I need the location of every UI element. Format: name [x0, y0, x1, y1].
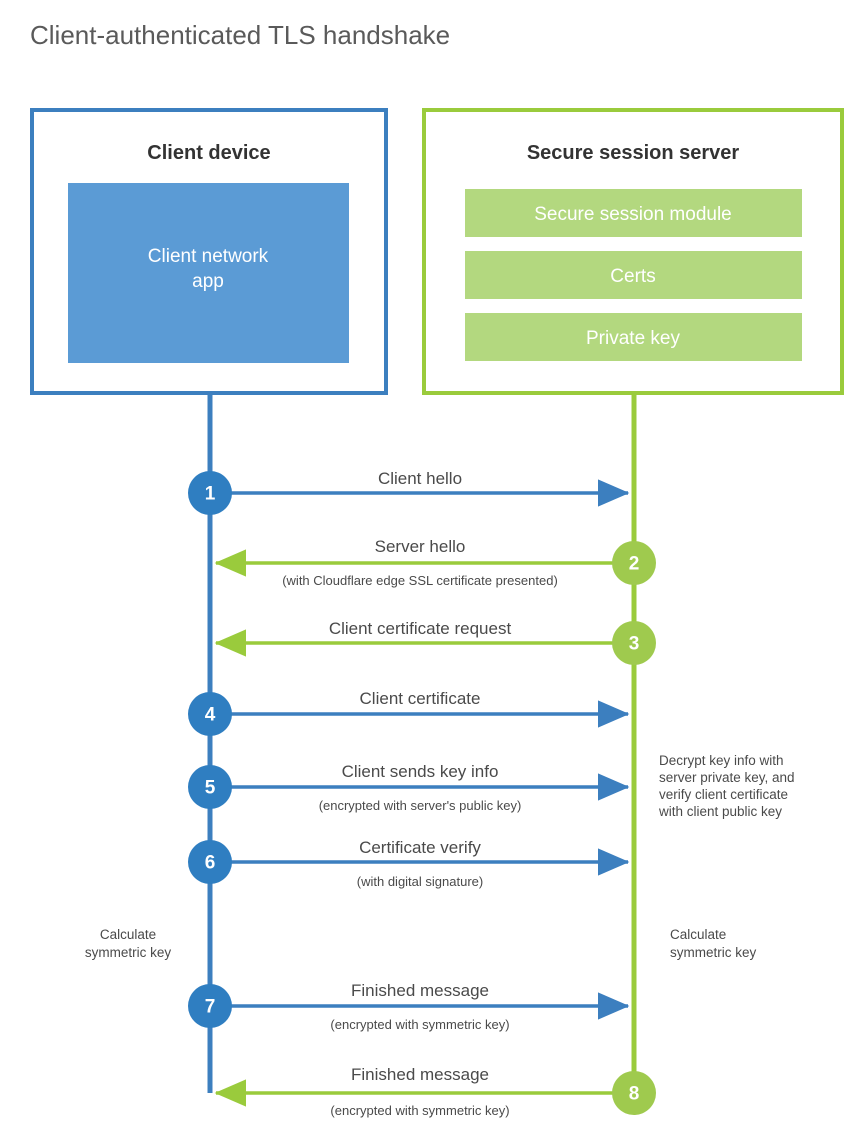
- server-module-label-2: Private key: [586, 328, 680, 349]
- step-1-number: 1: [205, 484, 216, 505]
- step-2-marker: [612, 541, 656, 585]
- step-2: Server hello (with Cloudflare edge SSL c…: [214, 537, 656, 588]
- server-calculate-key-note: Calculate symmetric key: [670, 927, 757, 960]
- client-network-app-label-line2: app: [192, 271, 224, 292]
- server-module-box-2: [465, 313, 802, 361]
- server-calculate-key-line1: Calculate: [670, 927, 726, 942]
- server-decrypt-note-line-3: with client public key: [658, 804, 782, 819]
- step-6-number: 6: [205, 853, 216, 874]
- step-8-label: Finished message: [351, 1065, 489, 1084]
- step-4-number: 4: [205, 705, 216, 726]
- step-6-sublabel: (with digital signature): [357, 874, 483, 889]
- step-8-marker: [612, 1071, 656, 1115]
- client-device-box: Client device Client network app: [30, 108, 388, 395]
- client-network-app-label-line1: Client network: [148, 246, 269, 267]
- client-calculate-key-line2: symmetric key: [85, 945, 172, 960]
- server-calculate-key-line2: symmetric key: [670, 945, 757, 960]
- server-decrypt-note-line-0: Decrypt key info with: [659, 753, 784, 768]
- step-3-number: 3: [629, 634, 640, 655]
- server-decrypt-note-line-2: verify client certificate: [659, 787, 788, 802]
- step-5-marker: [188, 765, 232, 809]
- server-module-box-1: [465, 251, 802, 299]
- step-7-marker: [188, 984, 232, 1028]
- step-5: Client sends key info (encrypted with se…: [188, 762, 630, 813]
- step-6: Certificate verify (with digital signatu…: [188, 838, 630, 889]
- step-4-label: Client certificate: [360, 689, 481, 708]
- step-5-number: 5: [205, 778, 216, 799]
- server-module-label-0: Secure session module: [534, 204, 732, 225]
- step-6-label: Certificate verify: [359, 838, 481, 857]
- server-module-box-0: [465, 189, 802, 237]
- client-calculate-key-line1: Calculate: [100, 927, 156, 942]
- secure-session-server-box: Secure session server Secure session mod…: [422, 108, 844, 395]
- step-8-number: 8: [629, 1084, 640, 1105]
- step-4: Client certificate 4: [188, 689, 630, 736]
- server-module-label-1: Certs: [610, 266, 655, 287]
- step-5-label: Client sends key info: [342, 762, 499, 781]
- step-8-sublabel: (encrypted with symmetric key): [330, 1103, 509, 1118]
- client-calculate-key-note: Calculate symmetric key: [85, 927, 172, 960]
- server-decrypt-note: Decrypt key info with server private key…: [658, 753, 795, 819]
- step-7-sublabel: (encrypted with symmetric key): [330, 1017, 509, 1032]
- step-1-label: Client hello: [378, 469, 462, 488]
- step-2-label: Server hello: [375, 537, 466, 556]
- server-decrypt-note-line-1: server private key, and: [659, 770, 795, 785]
- step-2-number: 2: [629, 554, 640, 575]
- step-8: Finished message (encrypted with symmetr…: [214, 1065, 656, 1118]
- step-6-marker: [188, 840, 232, 884]
- step-3-label: Client certificate request: [329, 619, 512, 638]
- step-1-marker: [188, 471, 232, 515]
- step-4-marker: [188, 692, 232, 736]
- client-network-app-box: [68, 183, 349, 363]
- step-1: Client hello 1: [188, 469, 630, 515]
- step-3: Client certificate request 3: [214, 619, 656, 665]
- step-3-marker: [612, 621, 656, 665]
- step-2-sublabel: (with Cloudflare edge SSL certificate pr…: [282, 573, 558, 588]
- step-7: Finished message (encrypted with symmetr…: [188, 981, 630, 1032]
- step-5-sublabel: (encrypted with server's public key): [319, 798, 522, 813]
- step-7-number: 7: [205, 997, 216, 1018]
- page-title: Client-authenticated TLS handshake: [30, 20, 450, 50]
- client-device-title: Client device: [147, 142, 270, 164]
- secure-session-server-title: Secure session server: [527, 142, 740, 164]
- step-7-label: Finished message: [351, 981, 489, 1000]
